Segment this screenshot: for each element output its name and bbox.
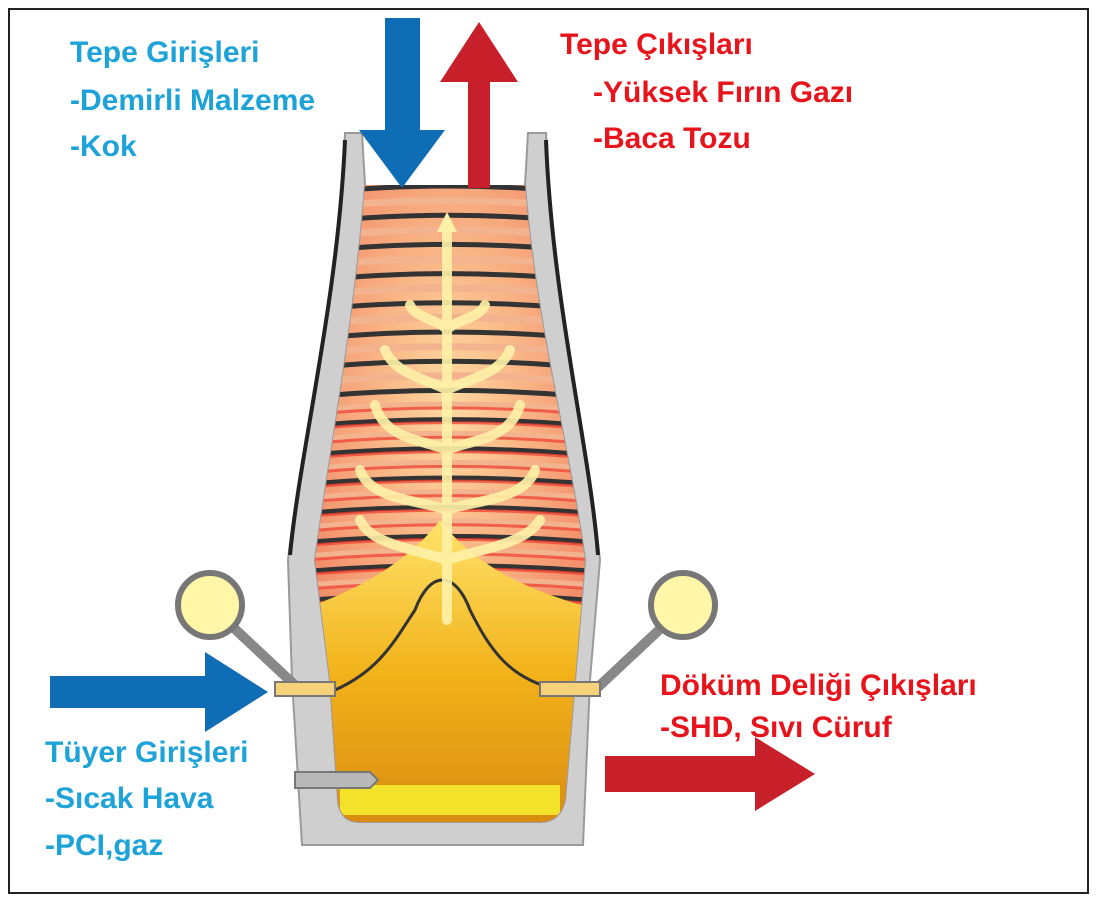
- top-outputs-item: -Yüksek Fırın Gazı: [593, 73, 853, 113]
- taphole-outputs-item: -SHD, Sıvı Cüruf: [660, 708, 892, 748]
- top-outputs-item: -Baca Tozu: [593, 119, 751, 159]
- arrow-down-icon: [359, 18, 445, 188]
- top-inputs-title: Tepe Girişleri: [70, 33, 260, 73]
- arrow-right-icon: [50, 652, 268, 732]
- tuyere-inputs-title: Tüyer Girişleri: [45, 733, 248, 773]
- tuyere-inputs-item: -Sıcak Hava: [45, 779, 213, 819]
- arrow-up-icon: [440, 22, 518, 188]
- taphole-outputs-title: Döküm Deliği Çıkışları: [660, 666, 977, 706]
- tuyere-inputs-item: -PCI,gaz: [45, 826, 163, 866]
- arrow-right-icon: [605, 737, 815, 811]
- top-inputs-item: -Kok: [70, 127, 137, 167]
- top-outputs-title: Tepe Çıkışları: [560, 25, 753, 65]
- top-inputs-item: -Demirli Malzeme: [70, 81, 315, 121]
- liquid-iron-pool: [340, 785, 560, 815]
- taphole: [295, 772, 378, 788]
